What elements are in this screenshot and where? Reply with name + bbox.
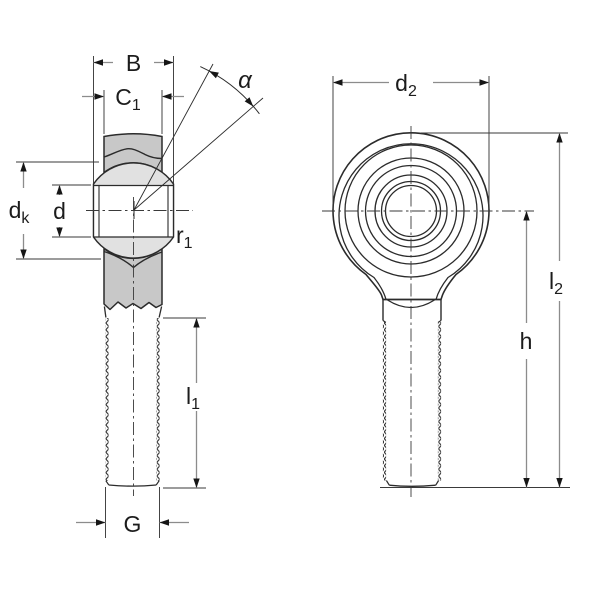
thread-right-edge xyxy=(156,318,160,481)
label-d2: d2 xyxy=(395,70,417,100)
stud-chamfer-left xyxy=(105,480,110,486)
stud-bottom-edge xyxy=(108,484,157,487)
label-l1: l1 xyxy=(186,383,200,413)
dimension-labels: B C1 α dk d r1 l1 G d2 l2 h xyxy=(9,50,564,537)
thread-right-edge-right-view xyxy=(437,322,442,481)
stud-chamfer-right-right-view xyxy=(435,480,440,486)
label-r1: r1 xyxy=(176,222,193,252)
stud-chamfer-right xyxy=(155,480,160,486)
label-G: G xyxy=(124,511,142,537)
stud-bottom-edge-right-view xyxy=(389,484,436,487)
stud-body-right xyxy=(386,322,438,485)
thread-left-edge xyxy=(105,318,109,481)
dimension-arrows xyxy=(20,59,563,526)
centerlines xyxy=(86,126,534,497)
label-dk: dk xyxy=(9,197,31,227)
runout-right xyxy=(158,306,163,318)
label-h: h xyxy=(520,328,533,354)
runout-left xyxy=(103,306,107,318)
label-B: B xyxy=(126,50,141,76)
label-alpha: α xyxy=(238,67,253,94)
label-l2: l2 xyxy=(549,268,563,298)
extension-lines xyxy=(16,56,570,538)
label-C1: C1 xyxy=(115,84,141,114)
thread-left-edge-right-view xyxy=(382,322,387,481)
alpha-arc xyxy=(200,66,260,115)
label-d: d xyxy=(53,198,66,224)
alpha-line-2 xyxy=(133,97,264,211)
stud-body xyxy=(108,318,157,485)
left-view-section xyxy=(92,133,175,487)
upper-swage-line xyxy=(103,147,163,160)
stud-chamfer-left-right-view xyxy=(385,480,390,486)
